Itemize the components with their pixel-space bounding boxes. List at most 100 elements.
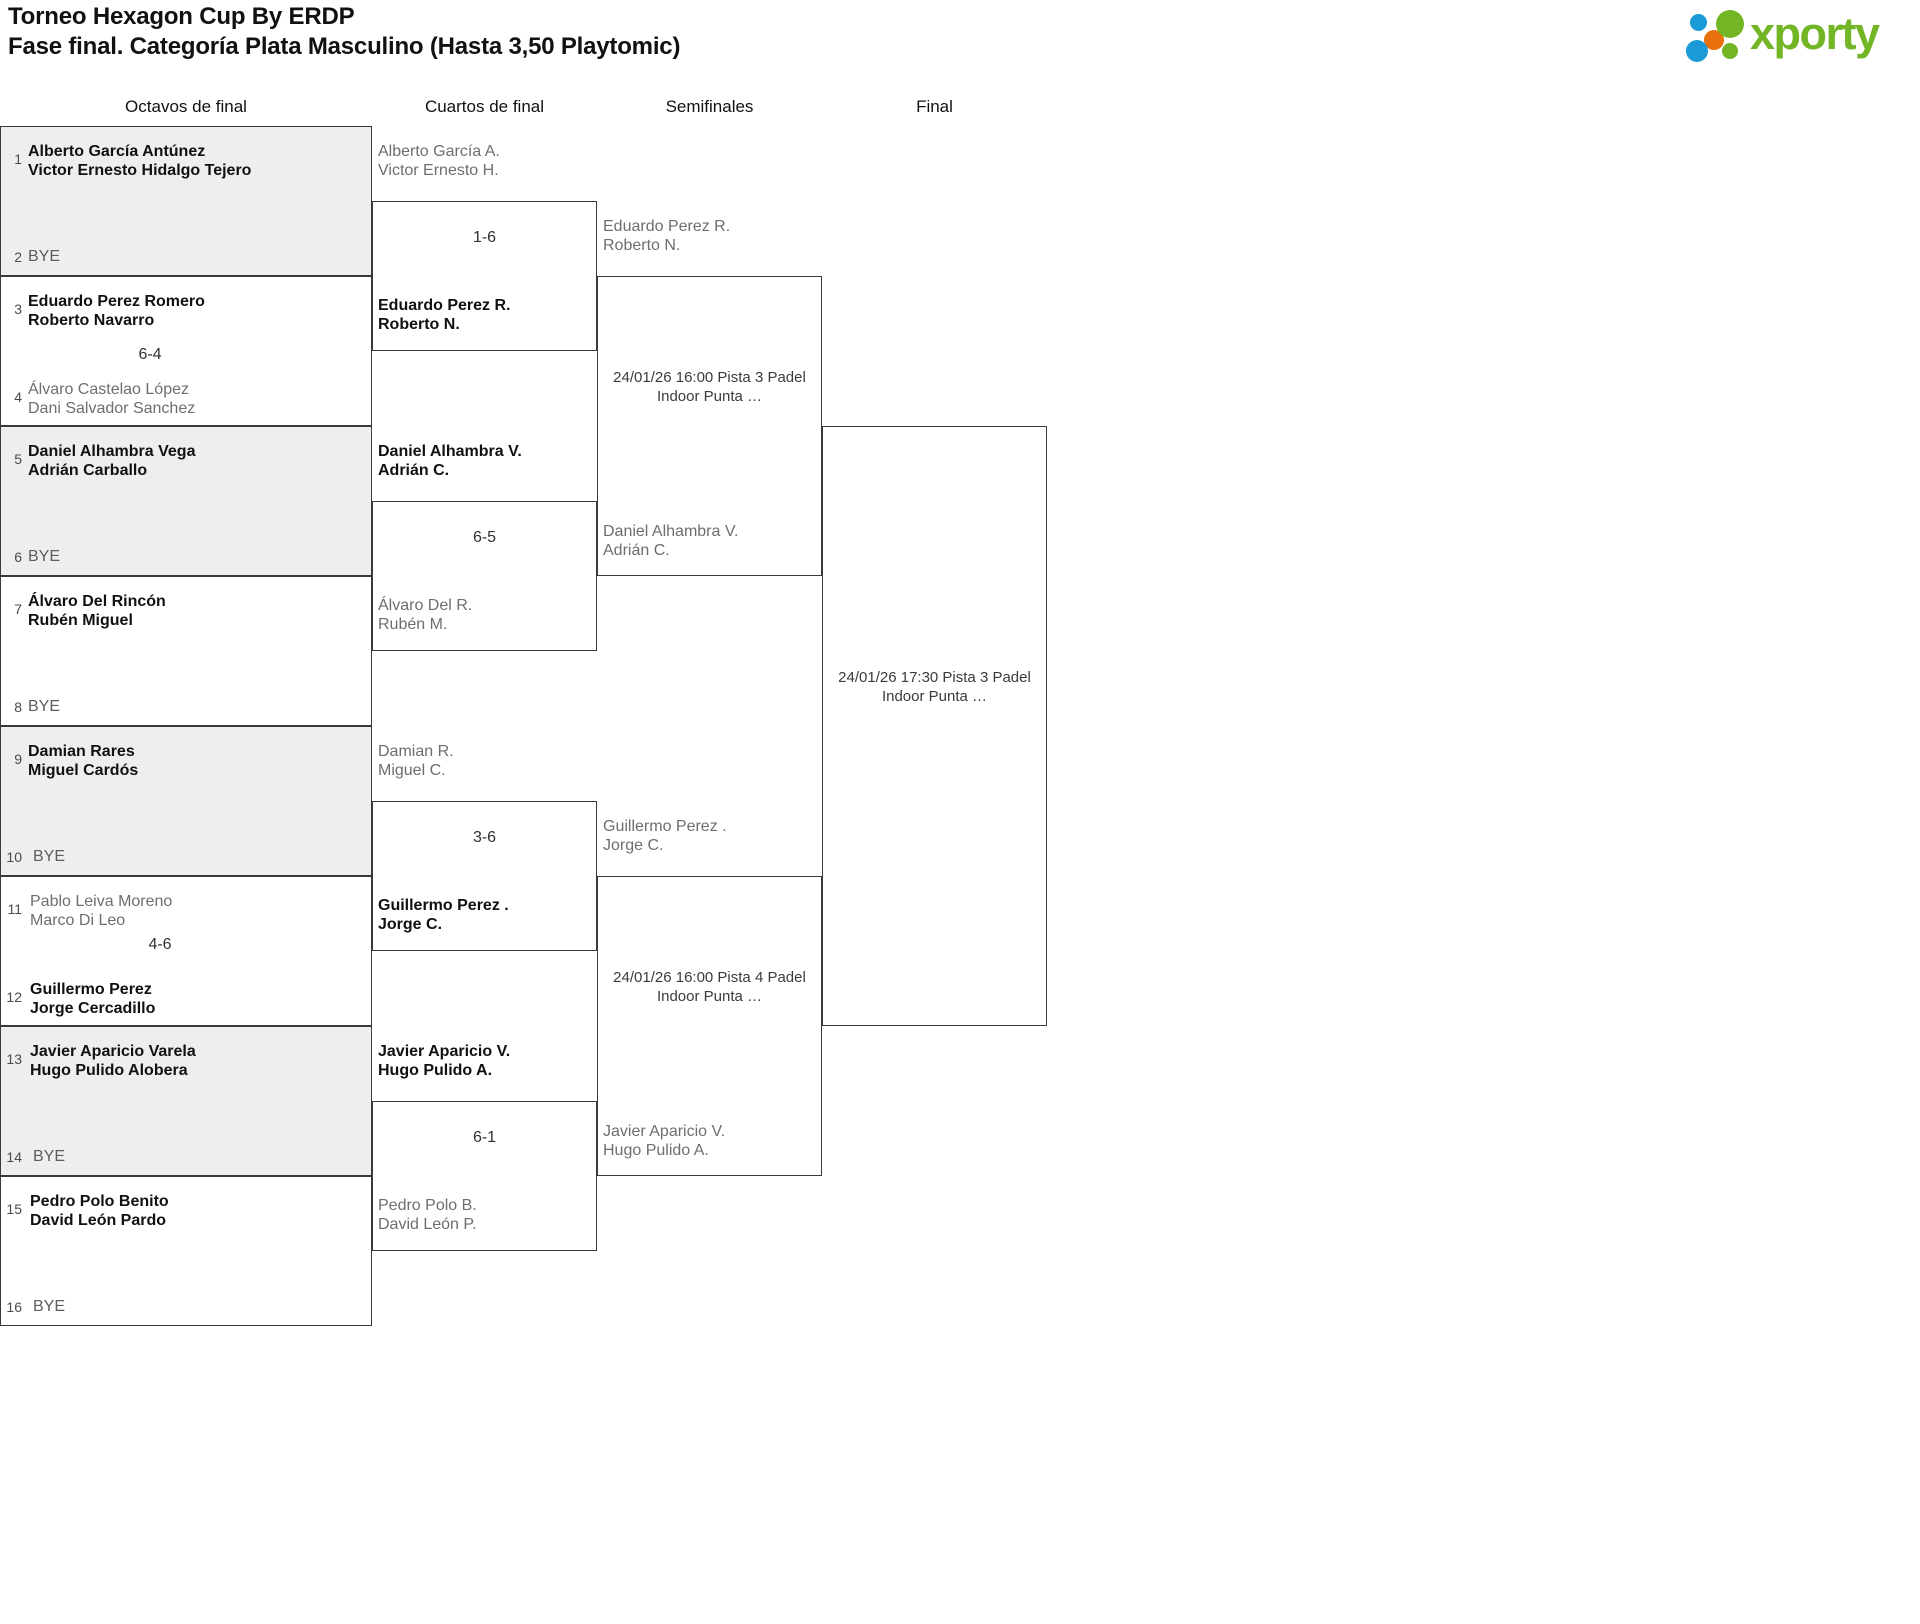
- final-schedule-line2: Indoor Punta …: [881, 688, 988, 705]
- seed-names: BYE: [33, 1147, 65, 1166]
- r16-slot-14[interactable]: 14 BYE: [0, 1101, 372, 1176]
- seed-names: BYE: [33, 1297, 65, 1316]
- r16-slot-5[interactable]: 5 Daniel Alhambra Vega Adrián Carballo: [0, 426, 372, 501]
- qf-slot-5[interactable]: Damian R. Miguel C.: [378, 742, 454, 780]
- seed-number: 7: [14, 601, 22, 617]
- seed-number: 1: [14, 151, 22, 167]
- r16-match-4[interactable]: [0, 576, 372, 726]
- sf-slot-1[interactable]: Eduardo Perez R. Roberto N.: [603, 217, 730, 255]
- seed-player-1: Daniel Alhambra Vega: [28, 443, 196, 460]
- seed-number: 2: [14, 249, 22, 265]
- r16-match-2[interactable]: [0, 276, 372, 426]
- sf-player-2: Jorge C.: [603, 837, 664, 854]
- r16-slot-1[interactable]: 1 Alberto García Antúnez Victor Ernesto …: [0, 126, 372, 201]
- qf-slot-3[interactable]: Daniel Alhambra V. Adrián C.: [378, 442, 522, 480]
- qf-slot-6[interactable]: Guillermo Perez . Jorge C.: [378, 896, 509, 934]
- green-dot-small-icon: [1722, 43, 1738, 59]
- r16-slot-12[interactable]: 12 Guillermo Perez Jorge Cercadillo: [0, 951, 372, 1026]
- sf-match-2[interactable]: [597, 876, 822, 1176]
- sf-schedule-line1: 24/01/26 16:00 Pista 3 Padel: [613, 369, 806, 386]
- seed-names: Alberto García Antúnez Victor Ernesto Hi…: [28, 142, 251, 180]
- r16-match-1[interactable]: [0, 126, 372, 276]
- seed-names: BYE: [28, 547, 60, 566]
- qf-match-3[interactable]: [372, 801, 597, 951]
- qf-slot-1[interactable]: Alberto García A. Victor Ernesto H.: [378, 142, 500, 180]
- blue-dot-top-icon: [1690, 14, 1707, 31]
- qf-score-3: 3-6: [472, 829, 497, 846]
- seed-player-1: Pablo Leiva Moreno: [30, 893, 173, 910]
- qf-player-1: Alberto García A.: [378, 143, 500, 160]
- r16-match-8[interactable]: [0, 1176, 372, 1326]
- logo-wordmark: xporty: [1750, 8, 1880, 59]
- seed-number: 4: [14, 389, 22, 405]
- seed-player-2: Jorge Cercadillo: [30, 1000, 156, 1017]
- sf-slot-3[interactable]: Guillermo Perez . Jorge C.: [603, 817, 727, 855]
- seed-player-2: Roberto Navarro: [28, 312, 155, 329]
- qf-player-1: Guillermo Perez .: [378, 897, 509, 914]
- qf-match-2[interactable]: [372, 501, 597, 651]
- page-title: Torneo Hexagon Cup By ERDP Fase final. C…: [8, 2, 1308, 62]
- seed-player-2: Miguel Cardós: [28, 762, 139, 779]
- r16-match-5[interactable]: [0, 726, 372, 876]
- seed-player-2: Rubén Miguel: [28, 612, 133, 629]
- seed-names: Eduardo Perez Romero Roberto Navarro: [28, 292, 205, 330]
- round-header-octavos: Octavos de final: [125, 97, 247, 116]
- green-dot-large-icon: [1716, 10, 1744, 38]
- r16-slot-15[interactable]: 15 Pedro Polo Benito David León Pardo: [0, 1176, 372, 1251]
- final-match[interactable]: [822, 426, 1047, 1026]
- seed-player-1: Damian Rares: [28, 743, 135, 760]
- r16-slot-10[interactable]: 10 BYE: [0, 801, 372, 876]
- r16-slot-6[interactable]: 6 BYE: [0, 501, 372, 576]
- r16-match-6[interactable]: [0, 876, 372, 1026]
- qf-player-1: Eduardo Perez R.: [378, 297, 511, 314]
- sf-schedule-line2: Indoor Punta …: [656, 988, 763, 1005]
- sf-slot-2[interactable]: Daniel Alhambra V. Adrián C.: [603, 522, 739, 560]
- seed-number: 9: [14, 751, 22, 767]
- r16-slot-11[interactable]: 11 Pablo Leiva Moreno Marco Di Leo: [0, 876, 372, 951]
- seed-player-1: BYE: [28, 248, 61, 265]
- seed-number: 11: [7, 901, 22, 917]
- r16-slot-16[interactable]: 16 BYE: [0, 1251, 372, 1326]
- qf-slot-7[interactable]: Javier Aparicio V. Hugo Pulido A.: [378, 1042, 510, 1080]
- qf-slot-4[interactable]: Álvaro Del R. Rubén M.: [378, 596, 472, 634]
- r16-match-7[interactable]: [0, 1026, 372, 1176]
- qf-slot-8[interactable]: Pedro Polo B. David León P.: [378, 1196, 477, 1234]
- r16-slot-7[interactable]: 7 Álvaro Del Rincón Rubén Miguel: [0, 576, 372, 651]
- seed-player-1: Javier Aparicio Varela: [30, 1043, 196, 1060]
- seed-player-1: BYE: [33, 848, 66, 865]
- sf-slot-4[interactable]: Javier Aparicio V. Hugo Pulido A.: [603, 1122, 725, 1160]
- r16-slot-13[interactable]: 13 Javier Aparicio Varela Hugo Pulido Al…: [0, 1026, 372, 1101]
- r16-score-2: 6-4: [138, 346, 162, 363]
- seed-number: 6: [14, 549, 22, 565]
- seed-names: Álvaro Del Rincón Rubén Miguel: [28, 592, 166, 630]
- qf-match-1[interactable]: [372, 201, 597, 351]
- seed-player-1: Alberto García Antúnez: [28, 143, 206, 160]
- sf-player-1: Eduardo Perez R.: [603, 218, 731, 235]
- r16-match-3[interactable]: [0, 426, 372, 576]
- r16-slot-3[interactable]: 3 Eduardo Perez Romero Roberto Navarro: [0, 276, 372, 351]
- seed-number: 15: [6, 1201, 22, 1217]
- sf-player-1: Daniel Alhambra V.: [603, 523, 739, 540]
- qf-match-4[interactable]: [372, 1101, 597, 1251]
- seed-number: 10: [6, 849, 22, 865]
- final-schedule: 24/01/26 17:30 Pista 3 Padel Indoor Punt…: [822, 668, 1047, 706]
- qf-player-1: Damian R.: [378, 743, 454, 760]
- r16-slot-9[interactable]: 9 Damian Rares Miguel Cardós: [0, 726, 372, 801]
- r16-slot-2[interactable]: 2 BYE: [0, 201, 372, 276]
- sf-schedule-1: 24/01/26 16:00 Pista 3 Padel Indoor Punt…: [597, 368, 822, 406]
- qf-player-2: David León P.: [378, 1216, 477, 1233]
- qf-player-2: Hugo Pulido A.: [378, 1062, 493, 1079]
- qf-player-1: Pedro Polo B.: [378, 1197, 477, 1214]
- seed-player-1: BYE: [33, 1148, 66, 1165]
- qf-score-4: 6-1: [472, 1129, 497, 1146]
- qf-slot-2[interactable]: Eduardo Perez R. Roberto N.: [378, 296, 510, 334]
- seed-player-1: Álvaro Castelao López: [28, 381, 189, 398]
- logo-dots-icon: [1684, 10, 1756, 62]
- seed-names: Pedro Polo Benito David León Pardo: [30, 1192, 169, 1230]
- sf-match-1[interactable]: [597, 276, 822, 576]
- seed-names: Pablo Leiva Moreno Marco Di Leo: [30, 892, 172, 930]
- r16-slot-8[interactable]: 8 BYE: [0, 651, 372, 726]
- r16-slot-4[interactable]: 4 Álvaro Castelao López Dani Salvador Sa…: [0, 351, 372, 426]
- seed-names: Damian Rares Miguel Cardós: [28, 742, 138, 780]
- qf-player-2: Miguel C.: [378, 762, 446, 779]
